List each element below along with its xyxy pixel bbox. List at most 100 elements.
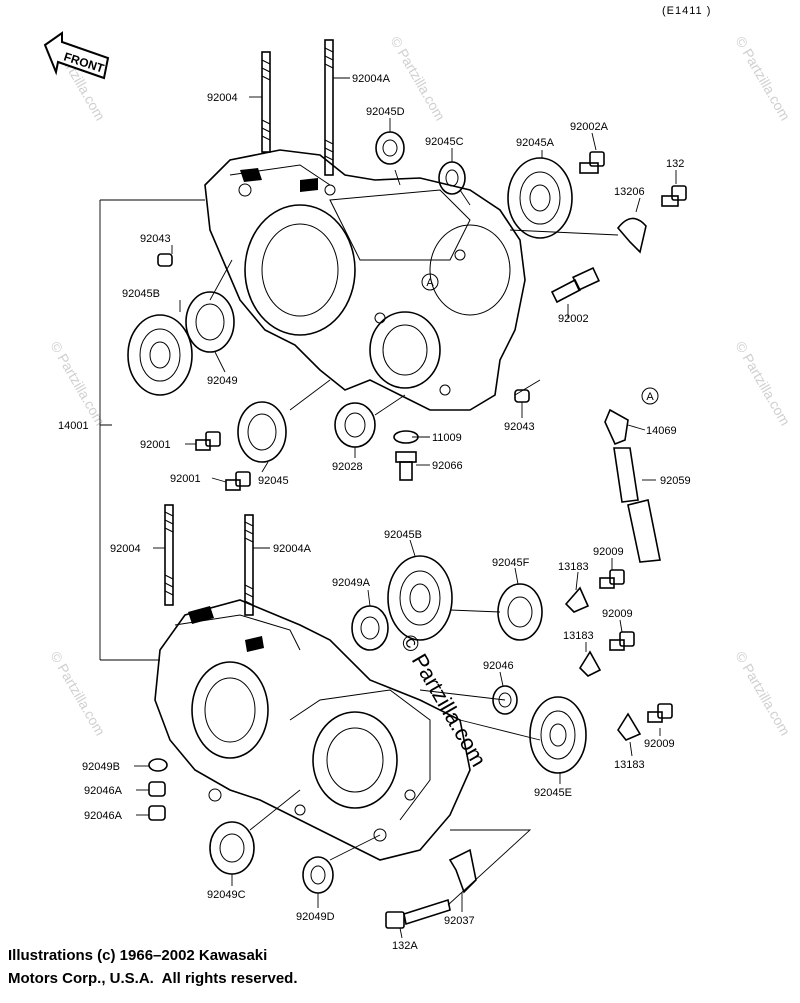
label-92045A: 92045A [516,137,555,149]
label-92049A: 92049A [332,577,371,589]
label-92001-a: 92001 [140,439,171,451]
callout-a-1-letter: A [426,277,434,289]
watermark: © Partzilla.com [732,649,793,739]
bearing-92045B-bottom [387,555,453,641]
label-13183-c: 13183 [614,759,645,771]
hose-92059 [613,447,661,563]
seal-92049B [148,758,168,772]
bracket-92037 [448,848,477,894]
dowel-92043-right [514,389,530,403]
bolt-92009-c [647,703,673,723]
label-92046: 92046 [483,660,514,672]
bolt-92002 [550,266,600,304]
bolt-92009-a [599,569,625,589]
label-92028: 92028 [332,461,363,473]
label-92002: 92002 [558,313,589,325]
label-92049: 92049 [207,375,238,387]
label-92045D: 92045D [366,106,405,118]
watermark: © Partzilla.com [47,339,108,429]
label-92009-c: 92009 [644,738,675,750]
seal-92045 [237,401,287,463]
callout-a-2-letter: A [646,391,654,403]
label-11009: 11009 [432,432,462,444]
label-92066: 92066 [432,460,463,472]
copyright-line-1: Illustrations (c) 1966–2002 Kawasaki [8,947,268,964]
dowel-92043-left [157,253,173,267]
label-92037: 92037 [444,915,475,927]
bushing-92028 [334,402,376,448]
label-92046A-a: 92046A [84,785,123,797]
bearing-92045B-top [127,314,193,396]
label-92043-right: 92043 [504,421,535,433]
leader-lines [99,77,677,939]
label-13183-a: 13183 [558,561,589,573]
bolt-92001-b [225,471,251,491]
seal-92049A [351,605,389,651]
label-14069: 14069 [646,425,677,437]
diagram-code: (E1411 ) [662,5,712,17]
label-92049B: 92049B [82,761,120,773]
label-13206: 13206 [614,186,645,198]
stud-92004-bottom [164,504,174,606]
label-132A: 132A [392,940,418,952]
stud-92004A-top [324,39,334,176]
copyright-notice: Illustrations (c) 1966–2002 Kawasaki Mot… [8,944,298,990]
lower-crankcase [154,599,471,861]
bushing-92046A-b [148,805,166,821]
stud-92004-top [261,51,271,153]
clamp-13183-b [578,650,602,677]
fitting-14069 [604,408,629,446]
bushing-92046A-a [148,781,166,797]
label-92004-top: 92004 [207,92,238,104]
label-92002A: 92002A [570,121,609,133]
clamp-13206 [616,217,647,254]
label-92046A-b: 92046A [84,810,123,822]
label-13183-b: 13183 [563,630,594,642]
label-92045F: 92045F [492,557,530,569]
label-92049C: 92049C [207,889,246,901]
watermark-center: © Partzilla.com [396,630,492,771]
label-92043-left: 92043 [140,233,171,245]
seal-92049D [302,856,334,894]
stud-92004A-bottom [244,514,254,616]
callout-a-2: A [641,387,659,405]
label-92045C: 92045C [425,136,464,148]
bolt-92009-b [609,631,635,651]
seal-92049 [185,291,235,353]
callout-a-1: A [421,273,439,291]
label-92045B-top: 92045B [122,288,160,300]
bolt-92001-a [195,431,221,451]
watermark: © Partzilla.com [47,649,108,739]
bearing-92045C [438,161,466,195]
label-92001-b: 92001 [170,473,201,485]
label-92059: 92059 [660,475,691,487]
upper-crankcase [204,149,526,411]
bolt-92002A [579,151,605,174]
label-92009-a: 92009 [593,546,624,558]
label-14001: 14001 [58,420,89,432]
bearing-92045A [507,157,573,239]
bearing-92045D [375,131,405,165]
label-92045E: 92045E [534,787,572,799]
label-92045B-bottom: 92045B [384,529,422,541]
label-132: 132 [666,158,684,170]
label-92045: 92045 [258,475,289,487]
clamp-13183-a [564,586,590,613]
label-92049D: 92049D [296,911,335,923]
bearing-92045F [497,583,543,641]
watermark: © Partzilla.com [732,34,793,124]
copyright-line-2: Motors Corp., U.S.A. All rights reserved… [8,970,298,987]
clamp-13183-c [617,712,642,741]
bolt-132 [661,185,687,207]
bushing-92046 [492,685,518,715]
watermark: © Partzilla.com [732,339,793,429]
part-labels: 92004 92004A 92045D 92045C 92045A 92002A… [58,73,691,952]
label-92004-bottom: 92004 [110,543,141,555]
label-92004A-top: 92004A [352,73,391,85]
plug-92066 [395,451,417,481]
label-92009-b: 92009 [602,608,633,620]
seal-92049C [209,821,255,875]
bolt-132A [385,898,451,929]
bearing-92045E [529,696,587,774]
